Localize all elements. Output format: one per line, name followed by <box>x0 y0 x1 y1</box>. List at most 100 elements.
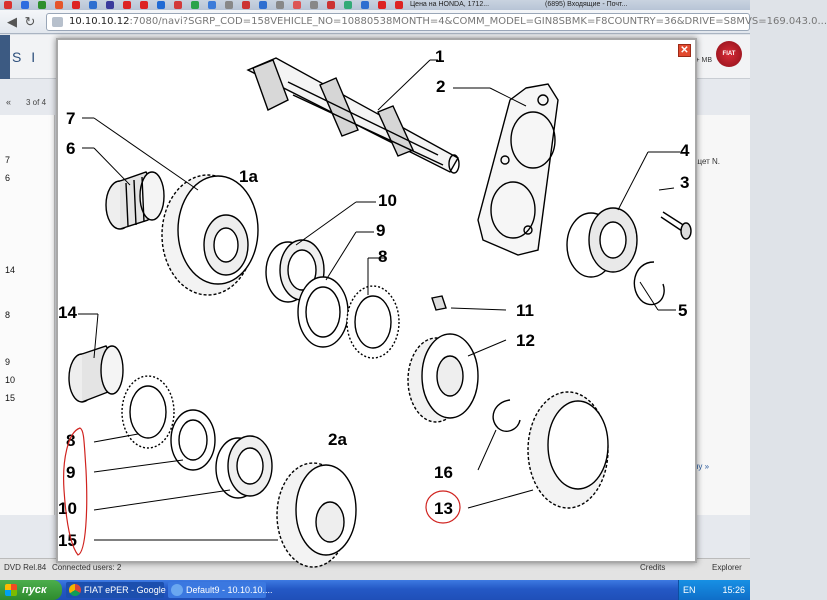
bg-status-credits: Credits <box>640 563 666 572</box>
bookmark-icon[interactable] <box>55 1 63 9</box>
bookmark-icon[interactable] <box>293 1 301 9</box>
clock: 15:26 <box>722 585 745 595</box>
part-10-lower-ring <box>215 435 273 499</box>
back-icon[interactable]: ◀ <box>7 14 17 29</box>
bookmark-icon[interactable] <box>310 1 318 9</box>
part-label: 13 <box>434 499 453 518</box>
bg-right-link[interactable]: ну » <box>694 462 710 471</box>
part-label: 5 <box>678 301 687 320</box>
language-indicator[interactable]: EN <box>683 585 696 595</box>
bg-right-text: ацет N. <box>693 157 721 166</box>
part-label: 16 <box>434 463 453 482</box>
bookmark-icon[interactable] <box>89 1 97 9</box>
close-icon[interactable]: ✕ <box>678 44 691 57</box>
part-8-lower-ring <box>121 375 175 449</box>
bookmark-icon[interactable] <box>327 1 335 9</box>
bg-num: 9 <box>5 357 11 367</box>
part-5-circlip <box>633 261 665 306</box>
bookmark-icon[interactable] <box>72 1 80 9</box>
diagram-popup: ✕ <box>56 38 697 568</box>
bg-left-panel <box>0 115 55 515</box>
part-3-screw <box>660 211 692 240</box>
bg-mb-label: + MB <box>695 57 712 64</box>
bookmark-icon[interactable] <box>225 1 233 9</box>
bg-page-info: 3 of 4 <box>26 98 47 107</box>
bg-status-users: Connected users: 2 <box>52 563 122 572</box>
bg-num: 15 <box>5 393 16 403</box>
part-label: 11 <box>516 301 534 320</box>
red-annotations <box>63 427 461 556</box>
bookmark-icon[interactable] <box>242 1 250 9</box>
part-label: 7 <box>66 109 75 128</box>
leader-lines <box>78 59 680 541</box>
part-label: 3 <box>680 173 689 192</box>
bookmark-icon[interactable] <box>259 1 267 9</box>
bookmark-icon[interactable] <box>208 1 216 9</box>
part-label: 8 <box>378 247 387 266</box>
refresh-icon[interactable]: ↻ <box>24 14 36 29</box>
part-16-circlip <box>492 399 521 432</box>
part-label: 8 <box>66 431 75 450</box>
part-label: 1a <box>239 167 258 186</box>
bg-num: 6 <box>5 173 11 183</box>
start-label: пуск <box>22 584 47 596</box>
bookmark-link[interactable]: Цена на HONDA, 1712... <box>410 1 490 8</box>
url-field[interactable]: 10.10.10.12:7080/navi?SGRP_COD=158VEHICL… <box>46 13 827 31</box>
taskbar-item-default[interactable]: Default9 - 10.10.10.... <box>168 582 273 598</box>
part-label: 12 <box>516 331 535 350</box>
part-label: 10 <box>58 499 77 518</box>
address-bar: ◀ ↻ 10.10.10.12:7080/navi?SGRP_COD=158VE… <box>0 10 827 34</box>
part-14-needle-bearing <box>68 345 124 403</box>
bookmark-icon[interactable] <box>21 1 29 9</box>
part-1a-gear <box>161 174 259 296</box>
bookmark-icon[interactable] <box>191 1 199 9</box>
part-label: 2a <box>328 430 347 449</box>
bg-brand: S I <box>12 49 39 65</box>
url-path: :7080/navi?SGRP_COD=158VEHICLE_NO=108805… <box>129 16 827 27</box>
bg-num: 8 <box>5 310 11 320</box>
bookmark-icon[interactable] <box>38 1 46 9</box>
bg-prev-icon[interactable]: « <box>6 97 12 107</box>
bg-status-brand: Explorer <box>712 563 742 572</box>
bookmark-icon[interactable] <box>361 1 369 9</box>
part-label: 2 <box>436 77 445 96</box>
bookmark-icon[interactable] <box>174 1 182 9</box>
bookmark-icon[interactable] <box>157 1 165 9</box>
bg-right-panel <box>690 115 750 515</box>
task-label: Default9 - 10.10.10.... <box>186 585 273 595</box>
bookmark-icon[interactable] <box>395 1 403 9</box>
part-label: 14 <box>58 303 77 322</box>
page-icon <box>52 17 63 27</box>
part-label: 1 <box>435 47 444 66</box>
part-label: 10 <box>378 191 397 210</box>
bookmark-icon[interactable] <box>344 1 352 9</box>
bookmark-icon[interactable] <box>4 1 12 9</box>
bg-num: 14 <box>5 265 16 275</box>
part-label: 4 <box>680 141 690 160</box>
chrome-icon <box>69 584 81 596</box>
url-host: 10.10.10.12 <box>69 16 130 27</box>
bookmark-icon[interactable] <box>106 1 114 9</box>
bookmarks-bar: Цена на HONDA, 1712... (6895) Входящие - … <box>0 0 750 10</box>
part-9-cone <box>297 276 349 348</box>
bookmark-link[interactable]: (6895) Входящие - Почт... <box>545 1 628 8</box>
taskbar-item-browser[interactable]: FIAT ePER - Google C... <box>66 582 182 598</box>
bookmark-icon[interactable] <box>276 1 284 9</box>
part-12-hub <box>407 333 479 423</box>
bg-status-version: DVD Rel.84 <box>4 563 47 572</box>
windows-logo-icon <box>5 584 17 596</box>
part-label: 15 <box>58 531 77 550</box>
bookmark-icon[interactable] <box>378 1 386 9</box>
start-button[interactable]: пуск <box>0 580 62 600</box>
part-11-key <box>431 295 447 311</box>
taskbar: пуск FIAT ePER - Google C... Default9 - … <box>0 580 750 600</box>
annotation-left <box>63 427 88 556</box>
part-8-ring <box>346 285 400 359</box>
annotation-13 <box>425 490 461 524</box>
part-9-lower-cone <box>170 409 216 471</box>
part-label: 9 <box>376 221 385 240</box>
bookmark-icon[interactable] <box>140 1 148 9</box>
bookmark-icon[interactable] <box>123 1 131 9</box>
fiat-logo: FIAT <box>716 41 742 67</box>
part-4-bearing <box>566 207 638 278</box>
